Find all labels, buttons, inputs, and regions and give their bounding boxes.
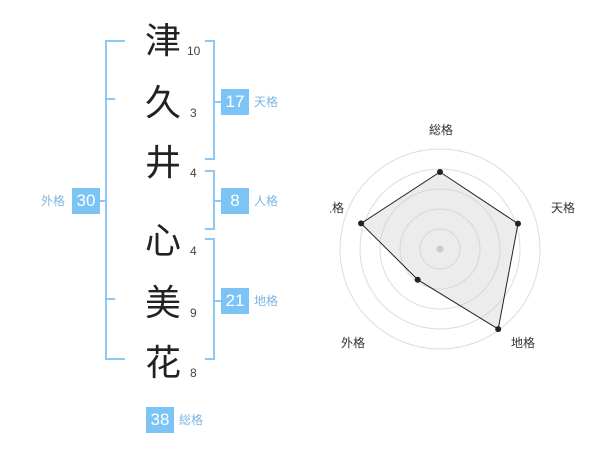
soukaku-badge: 38 — [146, 407, 174, 433]
name-char-5: 美 — [144, 283, 181, 324]
tenkaku-badge: 17 — [221, 89, 249, 115]
name-char-1: 津 — [144, 21, 181, 62]
radar-axis-jinkaku: 人格 — [330, 200, 344, 215]
stroke-count-5: 9 — [190, 306, 197, 320]
radar-area — [360, 171, 519, 330]
stroke-count-1: 10 — [187, 44, 201, 58]
name-char-6: 花 — [144, 343, 181, 384]
name-char-2: 久 — [144, 83, 181, 124]
radar-chart: 総格 天格 地格 外格 人格 — [330, 122, 575, 350]
name-char-4: 心 — [144, 221, 181, 262]
stroke-count-6: 8 — [190, 366, 197, 380]
chikaku-label: 地格 — [254, 294, 279, 308]
gaikaku-badge: 30 — [72, 188, 100, 214]
jinkaku-label: 人格 — [254, 194, 279, 208]
radar-axis-gaikaku: 外格 — [341, 335, 365, 350]
radar-point-jinkaku — [358, 220, 365, 227]
radar-point-tenkaku — [514, 220, 521, 227]
radar-point-chikaku — [495, 326, 502, 333]
stroke-count-4: 4 — [190, 244, 197, 258]
radar-axis-soukaku: 総格 — [429, 122, 453, 137]
radar-axis-chikaku: 地格 — [511, 335, 535, 350]
stroke-count-2: 3 — [190, 106, 197, 120]
radar-point-soukaku — [437, 169, 443, 175]
chikaku-badge: 21 — [221, 288, 249, 314]
radar-axis-tenkaku: 天格 — [551, 200, 575, 215]
radar-points — [358, 169, 521, 333]
gaikaku-label: 外格 — [41, 194, 66, 208]
soukaku-label: 総格 — [179, 413, 204, 427]
name-char-3: 井 — [144, 143, 181, 184]
tenkaku-label: 天格 — [254, 95, 279, 109]
radar-point-gaikaku — [414, 276, 421, 283]
stroke-count-3: 4 — [190, 166, 197, 180]
jinkaku-badge: 8 — [221, 188, 249, 214]
